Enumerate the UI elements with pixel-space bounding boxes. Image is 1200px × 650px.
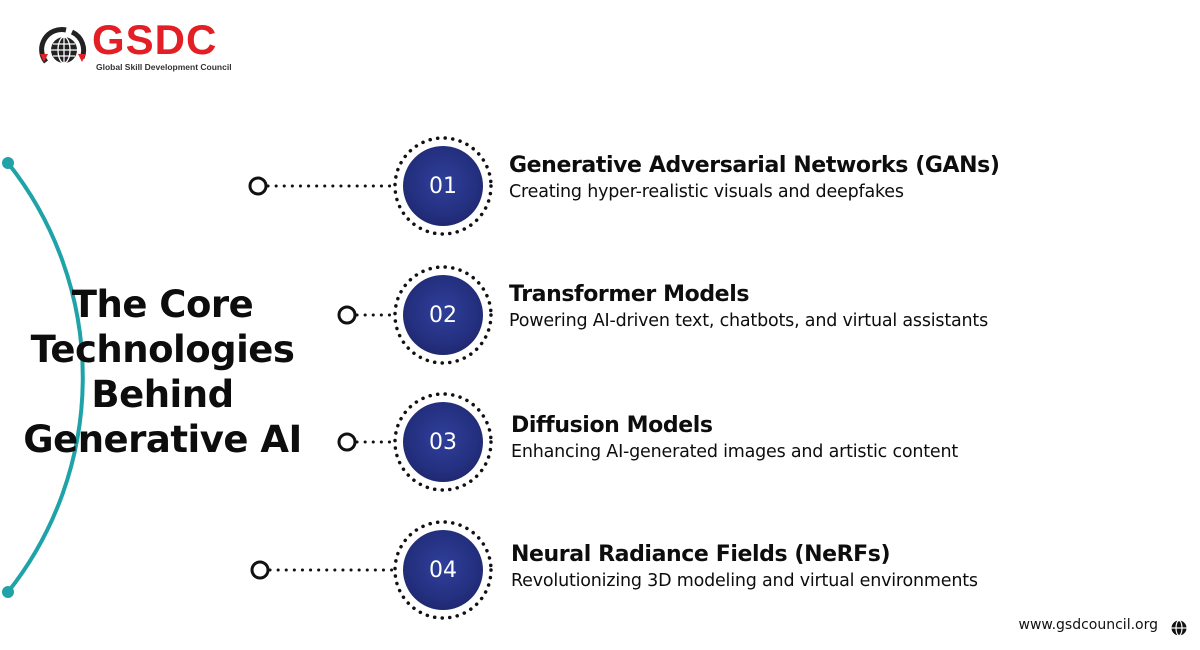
- diagram-title: The Core Technologies Behind Generative …: [10, 282, 315, 462]
- item-description: Revolutionizing 3D modeling and virtual …: [511, 571, 978, 591]
- title-line: Generative AI: [23, 418, 302, 461]
- gsdc-logo: GSDC Global Skill Development Council: [36, 16, 232, 77]
- item-transformers: Transformer Models Powering AI-driven te…: [509, 281, 988, 333]
- item-description: Enhancing AI-generated images and artist…: [511, 442, 959, 462]
- teal-arc: [6, 161, 85, 594]
- title-line: The Core: [71, 283, 254, 326]
- logo-wordmark: GSDC: [92, 16, 218, 63]
- item-nerfs: Neural Radiance Fields (NeRFs) Revolutio…: [511, 541, 978, 593]
- number-badge-02: 02: [403, 275, 483, 355]
- globe-logo-icon: [39, 27, 87, 64]
- title-line: Technologies: [30, 328, 295, 371]
- item-gans: Generative Adversarial Networks (GANs) C…: [509, 152, 1000, 204]
- connector-04: [250, 560, 398, 580]
- logo-tagline: Global Skill Development Council: [96, 62, 232, 72]
- item-heading: Generative Adversarial Networks (GANs): [509, 153, 1000, 178]
- dotted-ring-04: [393, 520, 493, 620]
- connector-03: [337, 432, 398, 452]
- number-badge-01: 01: [403, 146, 483, 226]
- item-description: Creating hyper-realistic visuals and dee…: [509, 182, 904, 202]
- number-badge-03: 03: [403, 402, 483, 482]
- item-heading: Neural Radiance Fields (NeRFs): [511, 542, 891, 567]
- connector-02: [337, 305, 398, 325]
- title-line: Behind: [91, 373, 234, 416]
- dotted-ring-03: [393, 392, 493, 492]
- dotted-ring-02: [393, 265, 493, 365]
- item-heading: Transformer Models: [509, 282, 750, 307]
- item-diffusion: Diffusion Models Enhancing AI-generated …: [511, 412, 958, 464]
- website-link[interactable]: www.gsdcouncil.org: [1018, 617, 1158, 633]
- arc-endpoint-bottom: [2, 586, 14, 598]
- connector-01: [248, 176, 398, 196]
- number-badge-04: 04: [403, 530, 483, 610]
- arc-endpoint-top: [2, 157, 14, 169]
- globe-icon: [1171, 619, 1187, 637]
- item-description: Powering AI-driven text, chatbots, and v…: [509, 311, 989, 331]
- item-heading: Diffusion Models: [511, 413, 713, 438]
- dotted-ring-01: [393, 136, 493, 236]
